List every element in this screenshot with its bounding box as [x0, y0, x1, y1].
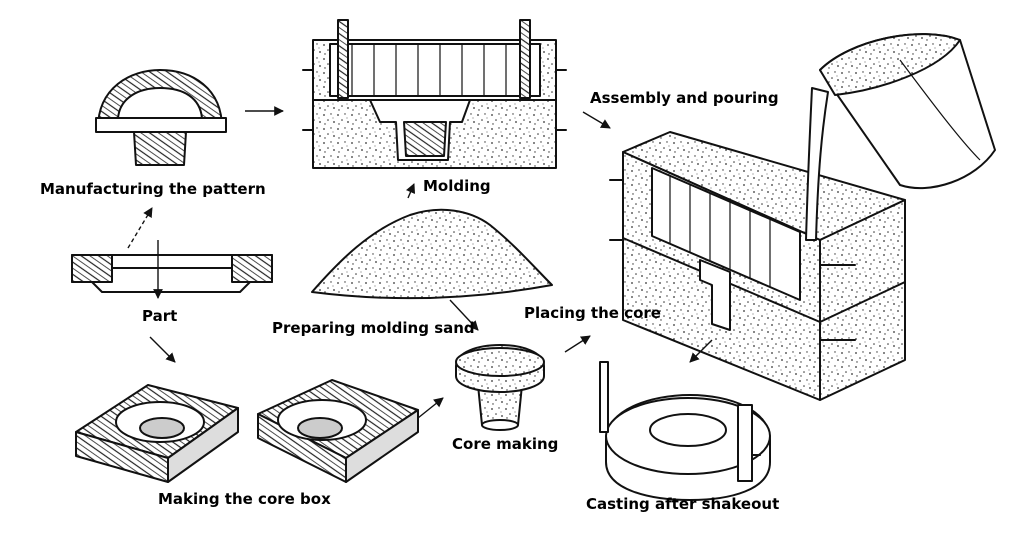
arrow-mold-to-casting [689, 339, 713, 363]
arrow-core-to-placing [564, 335, 591, 353]
core-drawing [455, 344, 545, 431]
label-assembly-pouring: Assembly and pouring [590, 89, 779, 107]
label-molding: Molding [423, 177, 491, 195]
assembled-mold-drawing [609, 131, 906, 401]
sand-pile-drawing [311, 208, 553, 300]
label-manufacturing-pattern: Manufacturing the pattern [40, 180, 266, 198]
arrow-molding-to-assembly [582, 111, 611, 129]
label-core-making: Core making [452, 435, 559, 453]
arrow-core-box-to-core [417, 397, 444, 419]
core-box-drawing [75, 379, 419, 483]
label-part: Part [142, 307, 178, 325]
process-arrows [127, 106, 713, 419]
molding-flask-drawing [302, 19, 567, 169]
arrow-sand-to-molding [406, 183, 416, 199]
label-making-core-box: Making the core box [158, 490, 331, 508]
arrow-part-to-pattern [127, 207, 153, 249]
pouring-ladle-drawing [805, 33, 996, 241]
arrow-sand-to-core [449, 299, 479, 331]
label-casting-after-shakeout: Casting after shakeout [586, 495, 780, 513]
part-drawing [71, 254, 273, 293]
label-placing-core: Placing the core [524, 304, 661, 322]
arrow-part-to-core-box [149, 336, 176, 363]
pattern-drawing [95, 69, 227, 166]
casting-drawing [599, 361, 771, 501]
label-preparing-sand: Preparing molding sand [272, 319, 475, 337]
